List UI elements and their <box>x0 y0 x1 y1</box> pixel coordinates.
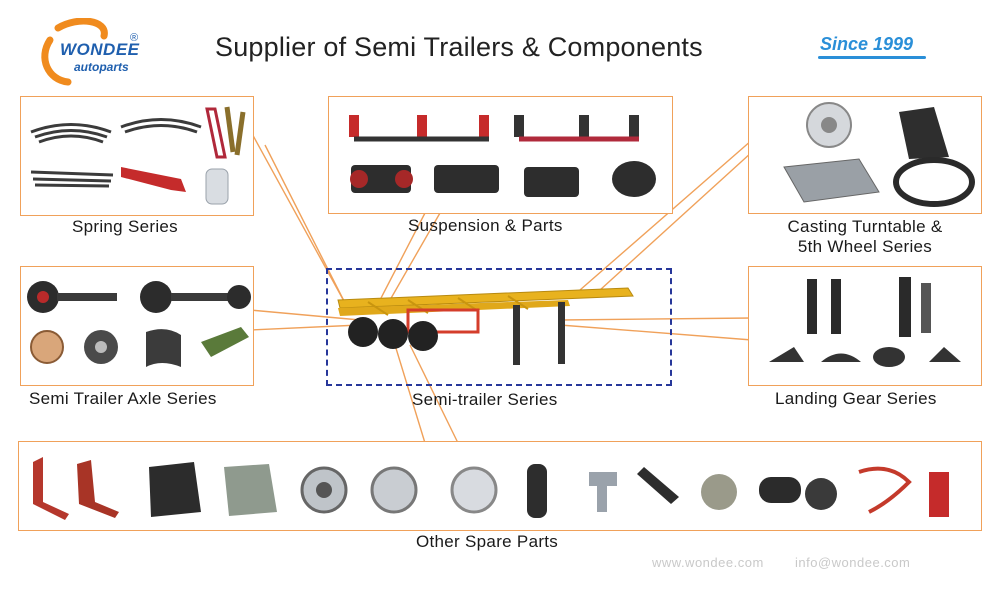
label-casting-turntable-line2: 5th Wheel Series <box>797 237 933 256</box>
logo-subtitle: autoparts <box>74 60 129 74</box>
semi-trailer-icon <box>337 287 634 365</box>
axle-series-box[interactable] <box>20 266 254 386</box>
label-landing-gear-series: Landing Gear Series <box>775 389 937 408</box>
landing-gear-box[interactable] <box>748 266 982 386</box>
suspension-icon <box>349 115 656 197</box>
brand-logo[interactable]: WONDEE ® autoparts <box>38 18 178 88</box>
since-badge: Since 1999 <box>820 34 914 54</box>
label-semi-trailer-series: Semi-trailer Series <box>412 390 558 409</box>
landing-gear-icon <box>769 277 961 367</box>
website-link[interactable]: www.wondee.com <box>652 555 764 570</box>
email-link[interactable]: info@wondee.com <box>795 555 911 570</box>
spring-series-box[interactable] <box>20 96 254 216</box>
logo-registered-mark: ® <box>130 32 139 44</box>
logo-ring-icon <box>41 18 108 86</box>
axle-icon <box>27 281 251 367</box>
logo-brand-name: WONDEE <box>60 40 140 59</box>
spare-parts-icon <box>33 457 949 520</box>
other-spare-parts-box[interactable] <box>18 441 982 531</box>
label-suspension-parts: Suspension & Parts <box>408 216 563 235</box>
label-other-spare-parts: Other Spare Parts <box>416 532 559 551</box>
label-casting-turntable-line1: Casting Turntable & <box>787 217 943 236</box>
casting-turntable-box[interactable] <box>748 96 982 214</box>
suspension-parts-box[interactable] <box>328 96 673 214</box>
since-underline <box>818 56 926 59</box>
label-axle-series: Semi Trailer Axle Series <box>29 389 217 408</box>
fifth-wheel-icon <box>783 102 975 207</box>
page-title: Supplier of Semi Trailers & Components <box>215 32 703 62</box>
semi-trailer-box[interactable] <box>326 268 672 386</box>
leaf-spring-icon <box>30 106 246 205</box>
label-spring-series: Spring Series <box>72 217 178 236</box>
